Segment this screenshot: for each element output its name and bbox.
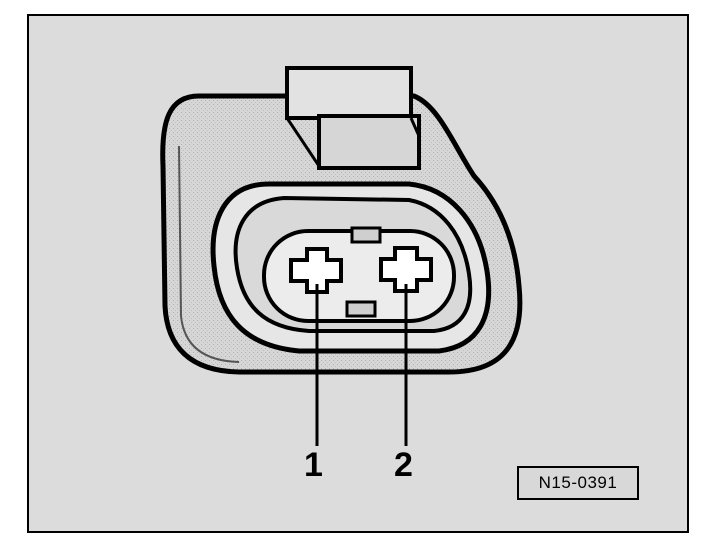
figure-id-label: N15-0391 [517, 466, 639, 500]
pin-label-1: 1 [304, 446, 323, 484]
locking-tab-base [285, 66, 413, 120]
coding-key-bottom [345, 300, 377, 318]
pin-socket-2 [379, 246, 433, 293]
locking-tab-edge-right [409, 117, 421, 137]
pin-label-2: 2 [394, 446, 413, 484]
locking-tab-edge [285, 117, 321, 167]
housing-inner-edge [178, 145, 240, 363]
pin-socket-1 [289, 247, 343, 294]
coding-key-top [350, 226, 382, 244]
figure-frame: 1 2 N15-0391 [27, 14, 689, 533]
locking-tab-latch [317, 114, 421, 170]
connector-diagram [160, 66, 523, 446]
